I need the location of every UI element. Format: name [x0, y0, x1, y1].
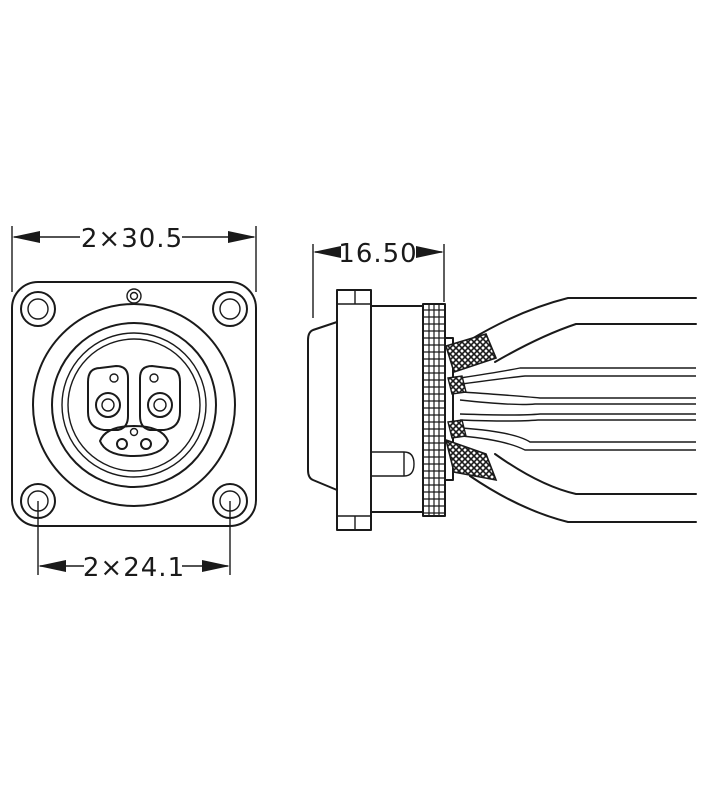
cable-bundle — [444, 297, 697, 523]
contact-pad-right — [139, 365, 181, 431]
side-depth-label: 16.50 — [338, 239, 417, 269]
contact-pad-left — [87, 365, 129, 431]
front-width-dimension: 2×30.5 — [11, 224, 257, 292]
braid-shield-upper-mid — [447, 375, 467, 395]
knurled-nut — [422, 303, 446, 517]
side-view: 16.50 — [307, 239, 697, 531]
front-width-label: 2×30.5 — [81, 224, 183, 254]
braid-shield-bottom — [444, 438, 498, 482]
front-view: 2×30.5 — [11, 224, 257, 583]
signal-contacts — [99, 425, 169, 457]
socket-housing — [32, 303, 236, 507]
mounting-holes — [20, 291, 248, 519]
front-dome — [307, 321, 338, 491]
braid-shield-top — [444, 333, 498, 374]
hole-spacing-dimension: 2×24.1 — [37, 501, 231, 583]
square-flange — [11, 281, 257, 527]
rear-gland — [444, 337, 454, 481]
locator-mark — [126, 288, 142, 304]
side-depth-dimension: 16.50 — [312, 239, 445, 318]
connector-body — [370, 305, 424, 513]
flange-plate — [336, 289, 372, 531]
braid-shield-lower-mid — [447, 419, 467, 439]
hole-spacing-label: 2×24.1 — [83, 553, 185, 583]
